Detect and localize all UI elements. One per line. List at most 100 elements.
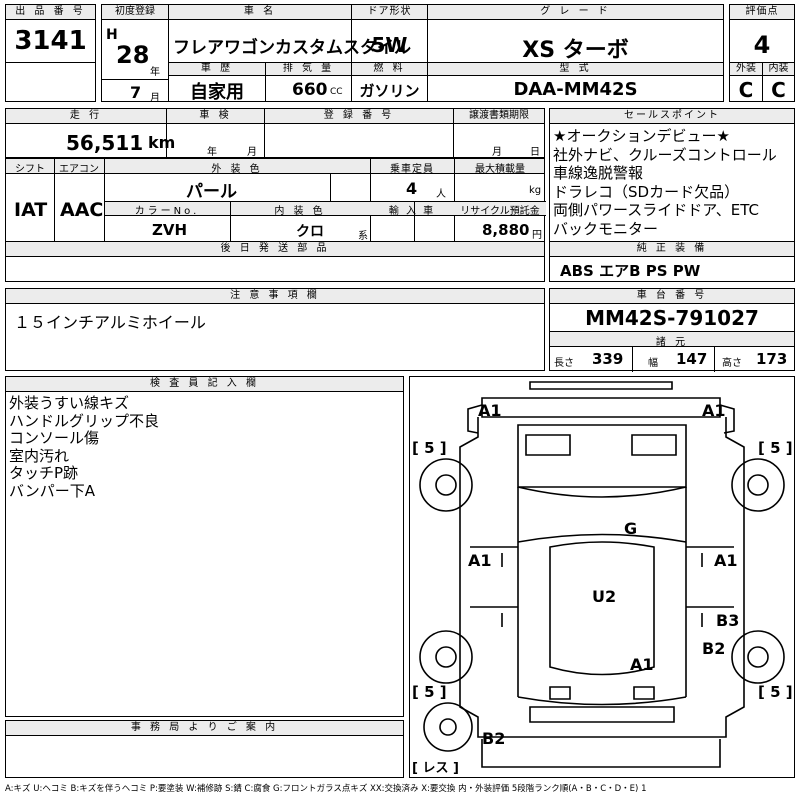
lot-number-blank — [5, 62, 96, 102]
first-registration-cell: 初度登録 H 28 年 7 月 — [101, 4, 169, 104]
width: 147 — [676, 350, 708, 368]
aircon: AAC — [60, 199, 104, 221]
exterior-grade-label: 外装 — [730, 63, 762, 76]
month-unit: 月 — [150, 93, 160, 104]
length: 339 — [592, 350, 624, 368]
recycle-label: リサイクル預託金 — [460, 206, 540, 217]
capacity-label: 乗車定員 — [390, 164, 434, 175]
chassis-cell: 車 台 番 号 MM42S-791027 諸 元 長さ 339 幅 147 高さ… — [549, 288, 795, 372]
interior-grade-label: 内装 — [763, 63, 794, 76]
model-cell: 型 式 DAA-MM42S — [427, 62, 724, 102]
capacity-unit: 人 — [436, 189, 446, 200]
mark-rear-hatch: A1 — [630, 655, 654, 674]
exterior-grade: C — [738, 78, 754, 102]
damage-diagram: A1 A1 [ 5 ] [ 5 ] G A1 A1 U2 B3 B2 A1 [ … — [409, 376, 795, 778]
displacement-label: 排 気 量 — [266, 63, 351, 76]
mileage-cell: 走 行 56,511 km — [5, 108, 175, 158]
interior-grade-cell: 内装 C — [762, 62, 795, 102]
history-cell: 車 歴 自家用 — [168, 62, 266, 103]
chassis-label: 車 台 番 号 — [550, 289, 794, 304]
first-registration-label: 初度登録 — [102, 5, 168, 20]
shift-label: シフト — [15, 164, 45, 175]
history-label: 車 歴 — [169, 63, 265, 76]
transfer-month-unit: 月 — [492, 147, 502, 158]
lot-number: 3141 — [14, 26, 87, 56]
inspection-label: 車 検 — [167, 109, 264, 124]
equipment-cell: 純 正 装 備 ABS エアB PS PW — [549, 241, 795, 282]
legend: A:キズ U:ヘコミ B:キズを伴うヘコミ P:要塗装 W:補修跡 S:錆 C:… — [5, 784, 647, 794]
mark-right-rear-door: B3 — [716, 611, 740, 630]
door-cell: ドア形状 5W — [351, 4, 428, 63]
sales-point: 社外ナビ、クルーズコントロール — [553, 145, 777, 164]
width-label: 幅 — [648, 358, 658, 369]
first-reg-year: 28 — [116, 41, 150, 69]
sales-point: バックモニター — [553, 219, 659, 238]
later-parts-label: 後 日 発 送 部 品 — [6, 242, 544, 257]
dims-label: 諸 元 — [655, 337, 689, 348]
mark-tire-rl: [ 5 ] — [412, 683, 447, 701]
notes: １５インチアルミホイール — [14, 313, 206, 332]
inspector-note: タッチP跡 — [9, 464, 79, 482]
score: 4 — [753, 31, 771, 59]
registration-cell: 登 録 番 号 — [264, 108, 454, 158]
door-label: ドア形状 — [352, 5, 427, 20]
later-parts-cell: 後 日 発 送 部 品 — [5, 241, 545, 282]
inspector-cell: 検 査 員 記 入 欄 外装うすい線キズ ハンドルグリップ不良 コンソール傷 室… — [5, 376, 404, 717]
inspector-note: 外装うすい線キズ — [9, 394, 130, 412]
model-code: DAA-MM42S — [513, 79, 638, 100]
color-no: ZVH — [152, 221, 188, 239]
exterior-color: パール — [186, 182, 237, 202]
spec-grid: シフト エアコン 外 装 色 乗車定員 最大積載量 パール 4 人 kg カラー… — [5, 158, 546, 243]
grade: XS ターボ — [522, 38, 629, 63]
mark-roof: U2 — [592, 587, 617, 606]
mark-tire-fr: [ 5 ] — [758, 439, 793, 457]
mark-windshield: G — [624, 519, 638, 538]
aircon-label: エアコン — [59, 164, 99, 175]
car-outline-svg — [419, 381, 785, 768]
recycle-fee: 8,880 — [482, 221, 530, 239]
exterior-grade-cell: 外装 C — [729, 62, 763, 102]
score-cell: 評価点 4 — [729, 4, 795, 63]
inspection-cell: 車 検 年 月 — [166, 108, 265, 158]
car-name-cell: 車 名 フレアワゴンカスタムスタイル — [168, 4, 411, 63]
mark-front-right: A1 — [702, 401, 726, 420]
year-unit: 年 — [150, 67, 160, 78]
mark-rear-bumper: B2 — [482, 729, 506, 748]
fuel-cell: 燃 料 ガソリン — [351, 62, 428, 102]
mark-front-left: A1 — [478, 401, 502, 420]
sales-point: 車線逸脱警報 — [553, 164, 644, 182]
inspector-note: コンソール傷 — [9, 429, 100, 447]
notes-label: 注 意 事 項 欄 — [6, 289, 544, 304]
fuel-label: 燃 料 — [352, 63, 427, 76]
mileage-unit: km — [148, 133, 176, 152]
inspector-note: バンパー下A — [9, 481, 96, 500]
mark-left-side: A1 — [468, 551, 492, 570]
interior-color-label: 内 装 色 — [274, 206, 326, 217]
mileage: 56,511 — [66, 131, 144, 155]
inspector-label: 検 査 員 記 入 欄 — [6, 377, 403, 392]
interior-color: クロ — [296, 224, 324, 240]
color-label: 外 装 色 — [211, 164, 263, 175]
mark-right-side: A1 — [714, 551, 738, 570]
mark-tire-fl: [ 5 ] — [412, 439, 447, 457]
displacement: 660 — [292, 80, 328, 100]
first-reg-month: 7 — [130, 83, 142, 102]
grade-cell: グ レ ー ド XS ターボ — [427, 4, 724, 63]
displacement-unit: CC — [330, 87, 343, 97]
score-label: 評価点 — [730, 5, 794, 20]
sales-point: ドラレコ（SDカード欠品） — [553, 182, 740, 201]
office-label: 事 務 局 よ り ご 案 内 — [6, 721, 403, 736]
model-label: 型 式 — [428, 63, 723, 76]
era: H — [106, 27, 118, 43]
height: 173 — [756, 350, 788, 368]
grade-label: グ レ ー ド — [428, 5, 723, 20]
transfer-label: 譲渡書類期限 — [454, 109, 544, 124]
mark-right-quarter: B2 — [702, 639, 726, 658]
interior-suffix: 系 — [358, 231, 368, 242]
inspector-note: ハンドルグリップ不良 — [9, 411, 160, 430]
mark-tire-rr: [ 5 ] — [758, 683, 793, 701]
equipment-label: 純 正 装 備 — [550, 242, 794, 257]
import-label: 輸 入 車 — [388, 206, 436, 217]
inspection-year-unit: 年 — [207, 147, 217, 158]
sales-point: 両側パワースライドドア、ETC — [553, 201, 759, 219]
